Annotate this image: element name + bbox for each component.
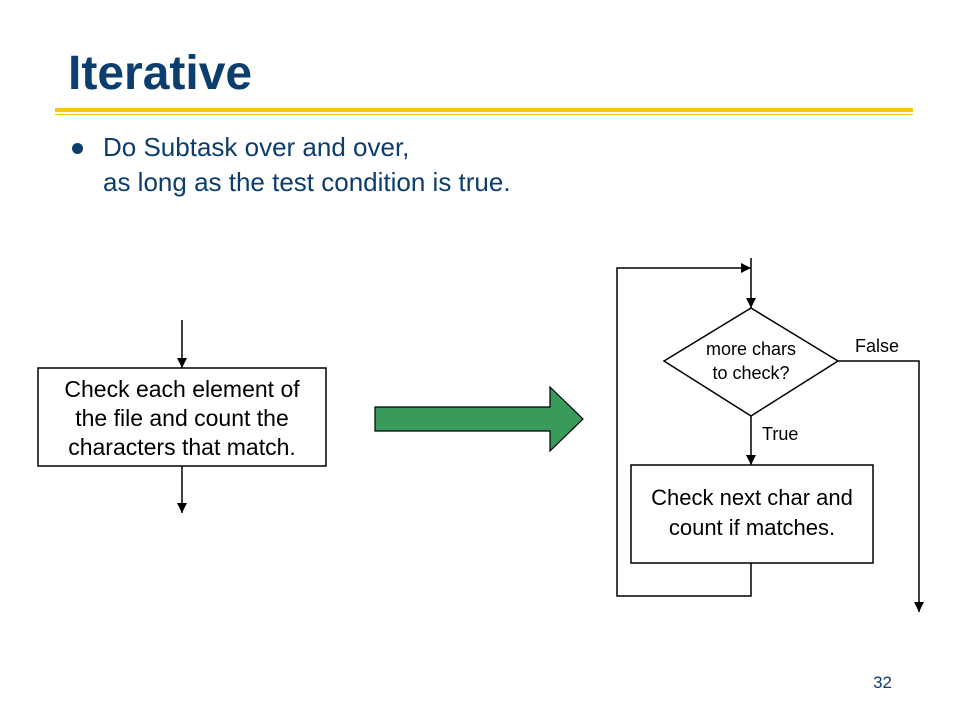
bullet-line-2: as long as the test condition is true. — [103, 167, 511, 197]
subtask-line-1: Check next char and — [651, 485, 853, 510]
loop-back-arrow — [616, 263, 752, 597]
bullet-list: Do Subtask over and over, as long as the… — [72, 130, 511, 200]
false-label: False — [855, 336, 899, 356]
task-box-line-3: characters that match. — [68, 434, 296, 460]
false-branch-arrow — [838, 360, 924, 612]
true-label: True — [762, 424, 798, 444]
title-underline-thin — [55, 114, 913, 115]
page-number: 32 — [873, 673, 892, 692]
decision-diamond — [662, 307, 840, 417]
task-box-line-1: Check each element of — [64, 376, 300, 402]
bullet-item: Do Subtask over and over, as long as the… — [72, 130, 511, 200]
bullet-line-1: Do Subtask over and over, — [103, 132, 410, 162]
subtask-box — [630, 464, 874, 564]
bullet-icon — [72, 143, 83, 154]
task-box — [37, 367, 327, 467]
subtask-line-2: count if matches. — [669, 515, 835, 540]
transform-arrow-icon — [374, 385, 584, 453]
bullet-text: Do Subtask over and over, as long as the… — [103, 130, 511, 200]
decision-line-1: more chars — [706, 339, 796, 359]
slide-title: Iterative — [68, 47, 253, 100]
decision-line-2: to check? — [712, 363, 789, 383]
task-box-line-2: the file and count the — [75, 405, 289, 431]
title-underline — [55, 108, 913, 112]
